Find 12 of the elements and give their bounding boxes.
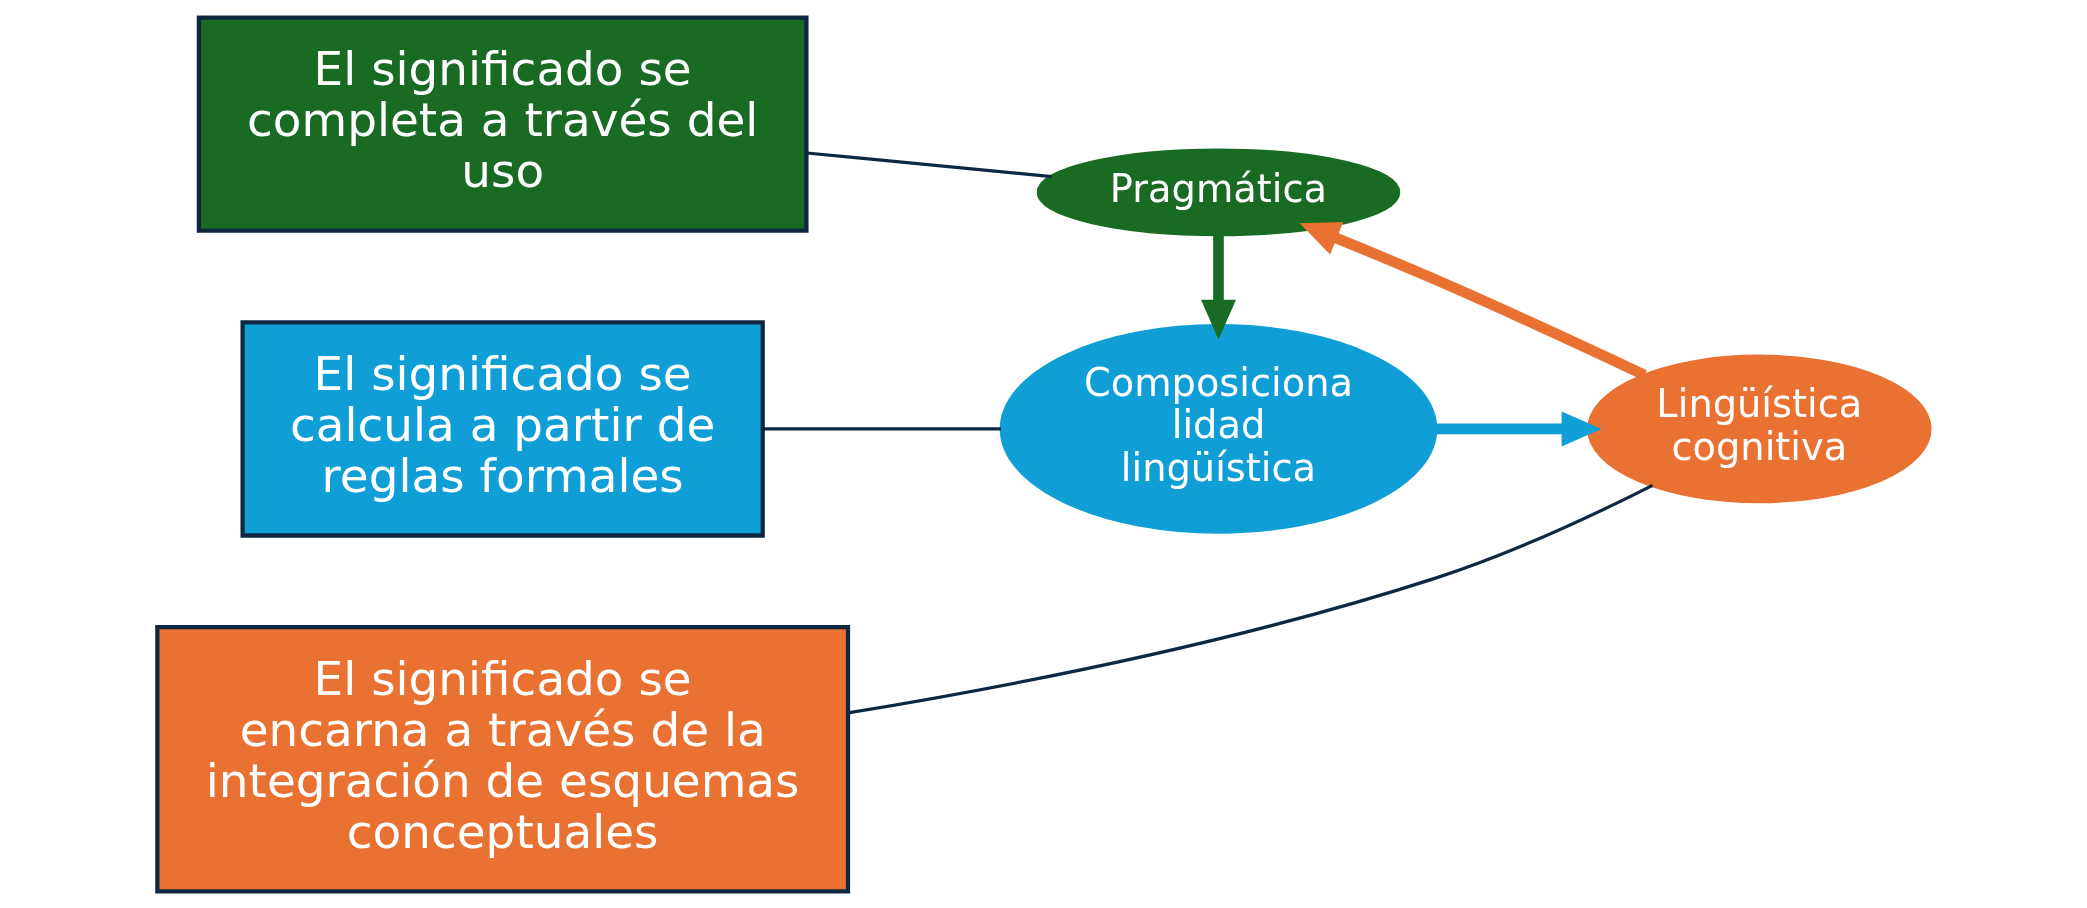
connector: [763, 426, 1001, 431]
connector: [847, 483, 1654, 714]
arrow: [1201, 234, 1236, 340]
node-ellipse: Pragmática: [1036, 147, 1401, 236]
node-box: El significado se encarna a través de la integración de esquemas conceptuales: [155, 624, 851, 894]
node-ellipse: Lingüística cognitiva: [1587, 354, 1932, 503]
arrow: [1299, 221, 1647, 380]
node-ellipse: Composiciona lidad lingüística: [999, 323, 1438, 534]
node-box: El significado se calcula a partir de reglas formales: [240, 319, 765, 538]
arrow: [1435, 410, 1602, 446]
connector: [806, 150, 1052, 178]
node-box: El significado se completa a través del uso: [196, 14, 809, 233]
